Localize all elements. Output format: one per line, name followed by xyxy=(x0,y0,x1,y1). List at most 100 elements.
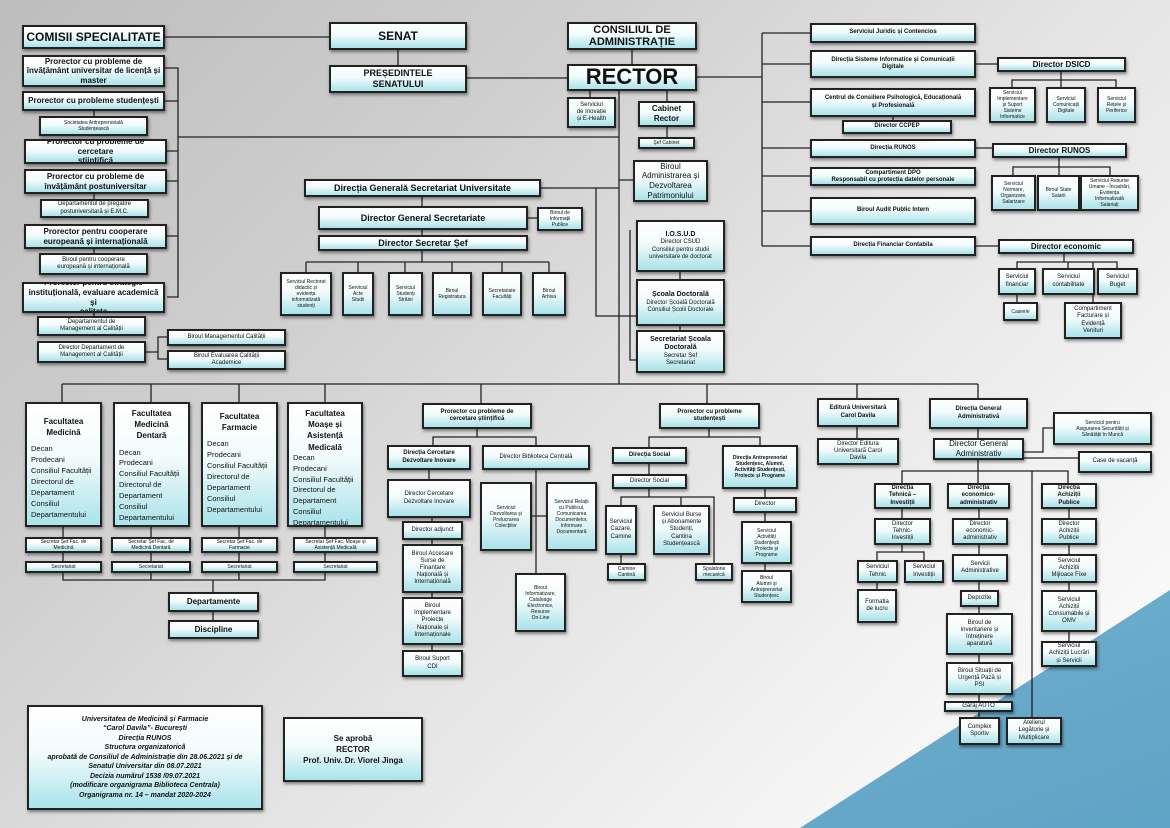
birou-inventariere-box: Biroul de inventariere și întreținere ap… xyxy=(946,613,1013,655)
birou-informatii-publice-box: Biroul de Informații Publice xyxy=(537,207,583,231)
birou-alumni-box: Biroul Alumni și Antreprenoriat Studențe… xyxy=(741,570,792,603)
birou-suport-cdi-box: Biroul Suport CDI xyxy=(402,650,463,677)
director-dsicd-box: Director DSICD xyxy=(997,57,1126,72)
directia-achizitii-box: Direcția Achiziții Publice xyxy=(1041,483,1097,509)
birou-informatizare-box: Biroul Informatizare, Cataloage Electron… xyxy=(515,573,566,632)
discipline-box: Discipline xyxy=(168,620,259,639)
scoala-doctorala-title: Școala Doctorală xyxy=(652,291,709,299)
director-biblioteca-box: Director Biblioteca Centrală xyxy=(482,445,590,470)
serviciul-contabilitate-box: Serviciul contabilitate xyxy=(1042,268,1095,295)
birou-cooperare-box: Biroul pentru cooperare europeană și int… xyxy=(39,253,148,275)
garaj-auto-box: Garaj AUTO xyxy=(944,701,1013,712)
iosud-text: Director CSUD Consiliul pentru studii un… xyxy=(649,239,712,260)
director-economic-box: Director economic xyxy=(998,239,1134,254)
runos-child-box: Serviciul Normare, Organizare, Salarizar… xyxy=(991,175,1036,211)
camine-cantina-box: Camine Cantină xyxy=(607,563,646,581)
prorector-cercetare-box: Prorector cu probleme de cercetare știin… xyxy=(24,139,167,164)
document-info-box: Universitatea de Medicină și Farmacie “C… xyxy=(27,705,263,810)
birou-evaluare-calitate-box: Biroul Evaluarea Calității Academice xyxy=(167,350,286,370)
serviciul-cazare-box: Serviciul Cazare, Camine xyxy=(605,505,637,555)
directia-cercetare-box: Direcția Cercetare Dezvoltare Inovare xyxy=(387,445,471,470)
secretariat-box: Secretariat xyxy=(25,561,102,573)
secretariat-box: Secretariat xyxy=(201,561,278,573)
scoala-doctorala-box: Școala Doctorală Director Școală Doctora… xyxy=(636,279,725,326)
ccpep-box: Centrul de Consiliere Psihologică, Educa… xyxy=(810,88,976,117)
facultate-title: Facultatea Farmacie xyxy=(219,412,260,433)
secretar-sef-box: Secretar Șef Fac. Moașe și Asistență Med… xyxy=(293,537,378,553)
secretariat-child-box: Biroul Arhiva xyxy=(532,272,566,316)
editura-box: Editură Universitară Carol Davila xyxy=(817,398,899,427)
director-secretar-sef-box: Director Secretar Șef xyxy=(318,235,528,251)
directia-general-administrativa-box: Direcția General Administrativă xyxy=(929,398,1028,429)
serviciul-inovatie-box: Serviciul de Inovație și E-Health xyxy=(567,97,616,128)
facultate-structure: Decan Prodecani Consiliul Facultății Dir… xyxy=(31,444,92,519)
servicii-administrative-box: Servicii Administrative xyxy=(952,554,1008,582)
dsicd-child-box: Serviciul Rețele și Periferice xyxy=(1097,87,1136,123)
director-social-box: Director Social xyxy=(612,474,687,489)
serviciul-buget-box: Serviciul Buget xyxy=(1097,268,1138,295)
departament-calitate-box: Departamentul de Management al Calității xyxy=(37,316,146,336)
depozite-box: Depozite xyxy=(960,590,999,607)
director-editura-box: Director Editura Universitară Carol Davi… xyxy=(817,438,899,465)
iosud-title: I.O.S.U.D xyxy=(665,231,696,239)
iosud-box: I.O.S.U.D Director CSUD Consiliul pentru… xyxy=(636,220,725,272)
presedinte-senat-box: PREȘEDINTELE SENATULUI xyxy=(329,65,467,93)
secretariat-doctorala-text: Secretar Șef Secretariat xyxy=(663,352,698,366)
casierie-box: Casierie xyxy=(1003,302,1038,321)
serviciul-activitati-box: Serviciul Activități Studențești Proiect… xyxy=(741,521,792,564)
achizitii-consumabile-box: Serviciul Achiziții Consumabile și OMV xyxy=(1041,590,1097,632)
facultate-title: Facultatea Medicină xyxy=(43,417,84,438)
director-cercetare-box: Director Cercetare Dezvoltare Inovare xyxy=(387,479,471,518)
formatia-lucru-box: Formatia de lucru xyxy=(857,589,897,623)
comisii-specialitate-box: COMISII SPECIALITATE xyxy=(22,25,165,49)
prorector-strategie-box: Prorector pentru strategie instituțional… xyxy=(22,282,165,313)
director-general-administrativ-box: Director General Administrativ xyxy=(933,438,1024,460)
atelier-legatorie-box: Atelierul Legătorie și Multiplicare xyxy=(1006,717,1062,745)
case-vacanta-box: Case de vacanță xyxy=(1078,451,1152,473)
facultate-title: Facultatea Moașe și Asistență Medicală xyxy=(305,409,345,452)
secretariat-child-box: Serviciul Rectorat didactic și evidența … xyxy=(280,272,332,316)
serviciul-dezvoltare-colectii-box: Serviciul Dezvoltarea și Prelucrarea Col… xyxy=(480,482,532,551)
prorector-cercetare-stiintifica-box: Prorector cu probleme de cercetare știin… xyxy=(422,403,532,429)
facultate-title: Facultatea Medicină Dentară xyxy=(131,409,172,441)
facultate-structure: Decan Prodecani Consiliul Facultății Dir… xyxy=(119,447,180,522)
compartiment-dpo-box: Compartiment DPO Responsabil cu protecți… xyxy=(810,167,976,186)
director-departament-calitate-box: Director Departament de Management al Ca… xyxy=(37,341,146,363)
birou-situatii-urgenta-box: Biroul Situații de Urgență Pază și PSI xyxy=(946,662,1013,695)
directia-social-box: Direcția Social xyxy=(612,447,687,464)
directia-tehnica-box: Direcția Tehnică – Investiții xyxy=(874,483,931,509)
directia-runos-box: Direcția RUNOS xyxy=(810,139,976,158)
secretariat-child-box: Biroul Registratura xyxy=(432,272,472,316)
director-adjunct-box: Director adjunct xyxy=(402,521,463,540)
secretariat-scoala-doctorala-box: Secretariat Școala Doctorală Secretar Șe… xyxy=(636,330,725,373)
spalatorie-box: Spalatorie mecanică xyxy=(695,563,733,581)
director-antreprenoriat-box: Director xyxy=(733,497,797,513)
prorector-licenta-box: Prorector cu probleme de învățământ univ… xyxy=(22,55,165,87)
serviciul-tehnic-box: Serviciul Tehnic xyxy=(857,560,898,583)
departamente-box: Departamente xyxy=(168,592,259,612)
director-runos-box: Director RUNOS xyxy=(992,143,1127,158)
director-general-secretariate-box: Director General Secretariate xyxy=(318,206,528,230)
departament-postuniversitar-box: Departamentul de pregatire postuniversit… xyxy=(40,199,149,218)
prorector-postuniversitar-box: Prorector cu probleme de învățământ post… xyxy=(24,169,167,194)
birou-patrimoniu-box: Biroul Administrarea și Dezvoltarea Patr… xyxy=(633,160,708,202)
sef-cabinet-box: Șef Cabinet xyxy=(638,137,695,149)
runos-child-box: Biroul State Salarii xyxy=(1037,175,1080,211)
dsicd-child-box: Serviciul Implementare și Suport Sisteme… xyxy=(989,87,1036,123)
secretariat-child-box: Serviciul Studenți Străini xyxy=(388,272,423,316)
senat-box: SENAT xyxy=(329,22,467,50)
prorector-probleme-studentesti-box: Prorector cu probleme studențești xyxy=(659,403,760,429)
secretariat-child-box: Secretariate Facultăți xyxy=(482,272,522,316)
serviciul-relatii-public-box: Serviciul Relații cu Publicul, Comunicar… xyxy=(546,482,597,551)
secretariat-doctorala-title: Secretariat Școala Doctorală xyxy=(650,335,711,352)
serviciul-juridic-box: Serviciul Juridic și Contencios xyxy=(810,23,976,43)
directia-financiar-contabila-box: Direcția Financiar Contabila xyxy=(810,236,976,256)
directia-economico-administrativ-box: Direcția economico- administrativ xyxy=(947,483,1010,509)
birou-management-calitate-box: Biroul Managementul Calității xyxy=(167,329,286,346)
secretar-sef-box: Secretar Șef Fac. de Farmacie xyxy=(201,537,278,553)
